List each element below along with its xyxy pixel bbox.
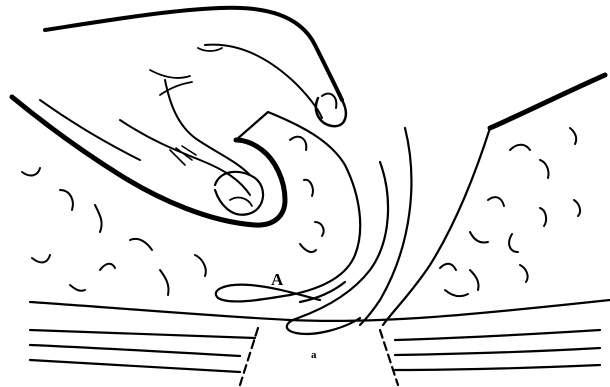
texture-mark	[509, 234, 518, 252]
texture-mark	[100, 264, 115, 270]
index-fingertip	[316, 98, 346, 126]
tissue-texture-right	[440, 128, 580, 296]
right-wall	[383, 75, 605, 325]
texture-mark	[470, 232, 488, 243]
texture-mark	[22, 168, 40, 175]
incision-right-edge	[380, 330, 398, 385]
texture-mark	[574, 200, 580, 216]
flap-loop	[216, 285, 320, 302]
membrane-left-line-3	[30, 360, 240, 372]
texture-mark	[160, 270, 169, 295]
texture-mark	[95, 205, 102, 232]
membrane-top-line	[30, 300, 610, 321]
palm-lower-edge	[12, 97, 285, 225]
texture-mark	[300, 244, 316, 252]
region-label: A	[271, 270, 284, 289]
membrane-right-line-3	[395, 365, 600, 370]
texture-mark	[440, 264, 456, 270]
texture-mark	[570, 128, 576, 144]
knuckle-crease-1	[198, 48, 222, 51]
tissue-texture-middle	[290, 137, 324, 252]
tissue-texture-left	[22, 168, 206, 295]
knuckle-crease-3	[160, 82, 192, 95]
membrane-layers	[30, 300, 610, 385]
index-finger-line	[205, 45, 322, 118]
right-wall-top-edge	[490, 75, 605, 128]
texture-mark	[540, 160, 549, 178]
texture-mark	[70, 285, 85, 291]
pressing-nail	[230, 198, 252, 206]
texture-mark	[290, 137, 306, 150]
texture-mark	[315, 222, 324, 236]
texture-mark	[60, 190, 73, 210]
knuckle-crease-2	[150, 70, 190, 78]
right-wall-inner-edge	[383, 128, 490, 325]
hand-drawing	[12, 8, 346, 225]
texture-mark	[540, 208, 546, 226]
texture-mark	[445, 290, 468, 296]
texture-mark	[510, 145, 530, 150]
middle-finger-upper	[165, 80, 250, 175]
flap-inner-curve	[287, 162, 388, 334]
point-label: a	[311, 349, 317, 361]
membrane-left-line-2	[30, 345, 240, 356]
texture-mark	[304, 180, 313, 196]
pressing-fingertip	[215, 172, 263, 215]
flap-outer-edge	[236, 112, 360, 295]
texture-mark	[488, 197, 504, 206]
texture-mark	[32, 255, 50, 262]
membrane-right-line-1	[395, 330, 600, 340]
membrane-right-line-2	[395, 348, 600, 355]
texture-mark	[470, 270, 479, 290]
texture-mark	[520, 265, 528, 282]
texture-mark	[130, 239, 152, 250]
membrane-left-line-1	[30, 330, 255, 338]
index-nail	[322, 94, 336, 108]
texture-mark	[195, 255, 206, 276]
